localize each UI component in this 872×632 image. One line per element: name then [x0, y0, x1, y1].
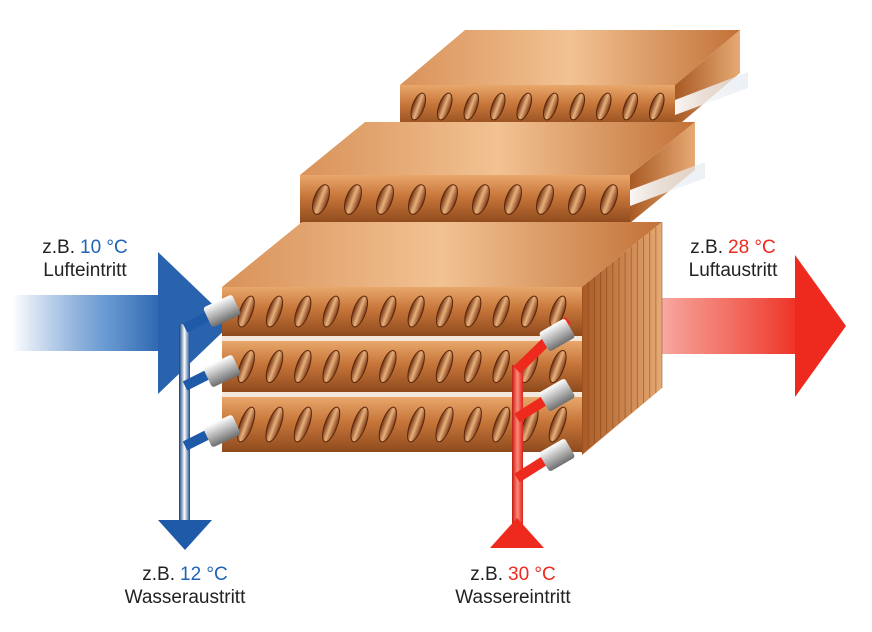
water-outlet-arrow-icon: [158, 520, 212, 550]
tube-end: [376, 184, 394, 215]
tube-end: [350, 295, 369, 328]
water-outlet-pipe: [158, 295, 241, 550]
coil-row-1: [222, 287, 582, 336]
tube-end: [322, 295, 340, 328]
tube-end: [294, 295, 312, 328]
water-outlet-label: z.B.12 °C Wasseraustritt: [105, 563, 265, 609]
tube-end: [542, 92, 559, 121]
fitting-icon: [539, 319, 575, 471]
tube-end: [408, 184, 426, 215]
water-inlet-label: z.B.30 °C Wassereintritt: [428, 563, 598, 609]
air-outlet-prefix: z.B.: [690, 237, 723, 258]
fin-layer-top: [400, 30, 748, 128]
tube-end: [516, 92, 533, 121]
tube-end: [322, 406, 341, 443]
tube-end: [520, 295, 539, 328]
tube-end: [379, 295, 397, 328]
water-inlet-pipe: [490, 316, 575, 548]
water-outlet-caption: Wasseraustritt: [124, 587, 246, 608]
tube-end: [648, 92, 665, 121]
tube-end: [265, 406, 284, 443]
tube-end: [237, 349, 255, 384]
water-outlet-prefix: z.B.: [142, 564, 175, 585]
tube-end: [600, 184, 618, 215]
tube-end: [410, 92, 427, 121]
tube-end: [407, 295, 425, 328]
tube-end: [595, 92, 612, 121]
tube-end: [378, 406, 397, 443]
tube-end: [435, 406, 454, 443]
tube-end: [237, 406, 256, 443]
heat-exchanger-block: [222, 222, 663, 455]
tube-end: [293, 406, 312, 443]
air-outlet-caption: Luftaustritt: [688, 260, 778, 281]
tube-end: [568, 184, 586, 215]
tube-end: [492, 406, 511, 443]
tube-end: [492, 349, 510, 384]
tube-end: [435, 295, 454, 328]
tube-end: [504, 184, 522, 215]
tube-end: [489, 92, 506, 121]
tube-end: [237, 295, 255, 328]
water-inlet-caption: Wassereintritt: [455, 587, 571, 608]
water-outlet-temperature: 12 °C: [180, 564, 228, 585]
tube-end: [344, 184, 362, 215]
air-inlet-prefix: z.B.: [42, 237, 75, 258]
air-outlet-label: z.B.28 °C Luftaustritt: [658, 236, 808, 282]
tube-end: [569, 92, 586, 121]
fitting-icon: [203, 295, 241, 447]
tube-end: [463, 92, 480, 121]
tube-end: [322, 349, 340, 384]
tube-end: [294, 349, 312, 384]
tube-end: [265, 295, 284, 328]
tube-end: [492, 295, 510, 328]
tube-end: [350, 406, 369, 443]
tube-end: [436, 92, 453, 121]
water-inlet-prefix: z.B.: [470, 564, 503, 585]
fin-layer-middle: [300, 122, 705, 223]
tube-end: [536, 184, 554, 215]
air-outlet-temperature: 28 °C: [728, 237, 776, 258]
tube-end: [407, 349, 425, 384]
tube-end: [440, 184, 458, 215]
tube-end: [472, 184, 490, 215]
tube-end: [464, 295, 482, 328]
water-inlet-arrow-icon: [490, 518, 544, 548]
water-inlet-temperature: 30 °C: [508, 564, 556, 585]
tube-end: [407, 406, 426, 443]
air-inlet-label: z.B.10 °C Lufteintritt: [10, 236, 160, 282]
air-inlet-temperature: 10 °C: [80, 237, 128, 258]
tube-end: [350, 349, 369, 384]
tube-end: [463, 406, 482, 443]
tube-end: [464, 349, 482, 384]
tube-end: [549, 349, 567, 384]
tube-end: [265, 349, 284, 384]
tube-end: [435, 349, 454, 384]
air-inlet-caption: Lufteintritt: [43, 260, 127, 281]
tube-end: [379, 349, 397, 384]
tube-end: [312, 184, 330, 215]
tube-end: [548, 406, 567, 443]
tube-end: [622, 92, 639, 121]
